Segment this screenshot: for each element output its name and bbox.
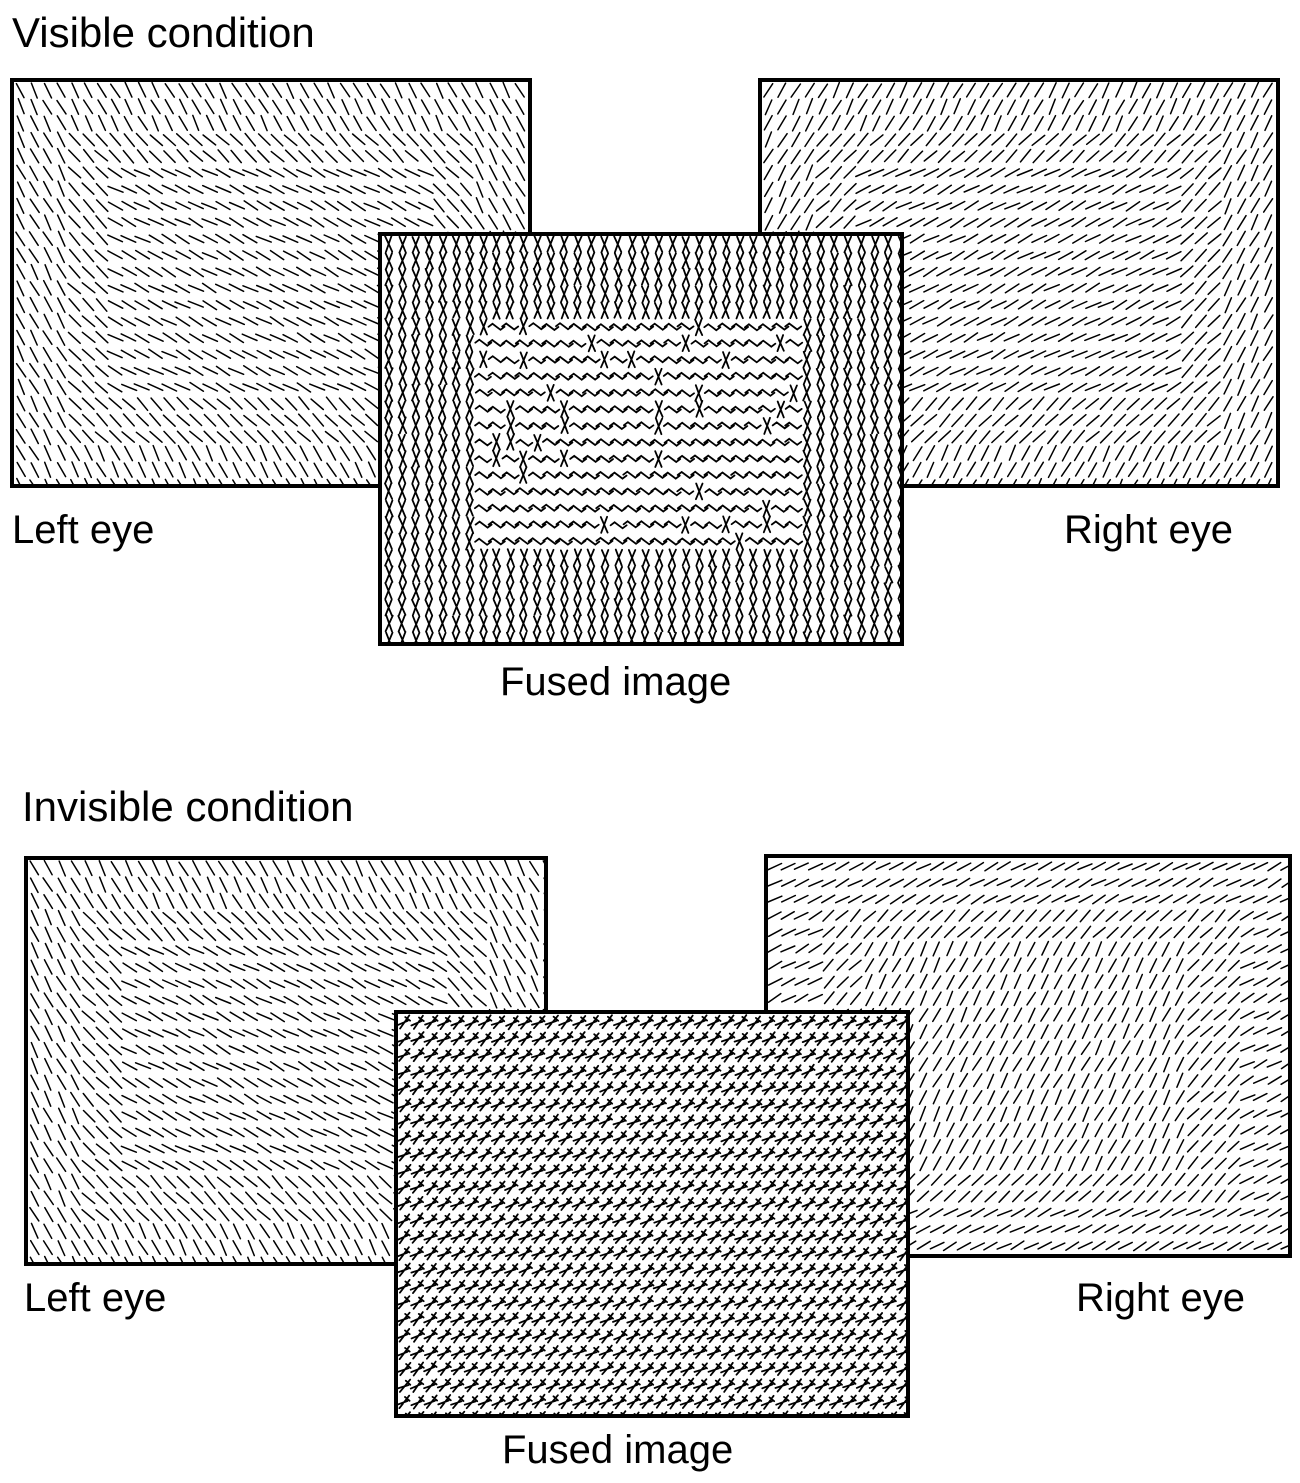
invisible-fused-image-panel <box>394 1010 910 1418</box>
visible-fused-image-texture <box>384 236 900 642</box>
invisible-condition-heading: Invisible condition <box>22 783 354 830</box>
invisible-fused-image-label: Fused image <box>502 1428 734 1472</box>
visible-condition-heading: Visible condition <box>12 9 315 56</box>
visible-fused-image-label: Fused image <box>500 660 732 704</box>
visible-fused-image-panel <box>378 232 904 646</box>
invisible-left-eye-label: Left eye <box>24 1276 167 1320</box>
invisible-fused-image-texture <box>398 1014 906 1414</box>
visible-condition-section: Visible condition Left eye Right eye Fus… <box>0 0 1300 740</box>
invisible-right-eye-label: Right eye <box>1076 1276 1245 1320</box>
line-texture <box>384 236 900 642</box>
visible-left-eye-label: Left eye <box>12 508 155 552</box>
invisible-condition-section: Invisible condition Left eye Right eye F… <box>0 770 1300 1483</box>
line-texture <box>398 1014 906 1414</box>
visible-right-eye-label: Right eye <box>1064 508 1233 552</box>
